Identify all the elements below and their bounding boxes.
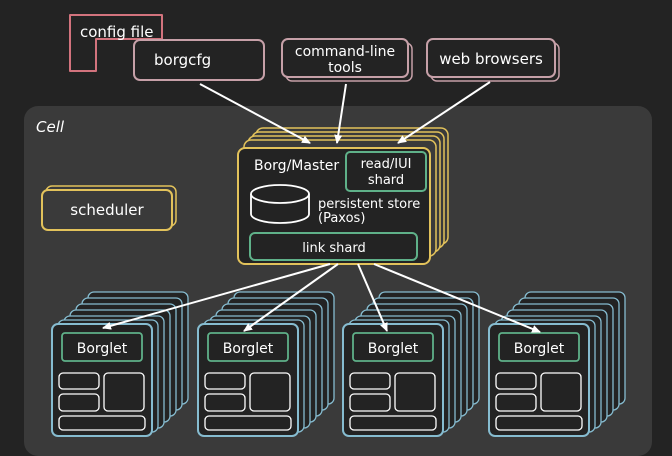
command-line-tools-box: command-line tools	[281, 38, 413, 82]
task-slot	[540, 372, 582, 412]
persistent-store-label-line1: persistent store	[318, 197, 420, 212]
read-iui-label-line2: shard	[368, 173, 404, 188]
task-slot	[349, 415, 437, 431]
task-slot	[58, 393, 100, 412]
task-slot	[249, 372, 291, 412]
borg-master-title: Borg/Master	[254, 158, 339, 174]
borgcfg-label: borgcfg	[154, 51, 211, 69]
read-iui-label-line1: read/IUI	[361, 157, 412, 172]
arrow-web-to-master	[397, 81, 491, 144]
arrow-master-to-borglet-3	[357, 263, 388, 332]
task-slot	[394, 372, 436, 412]
link-shard-label: link shard	[302, 241, 365, 256]
read-iui-shard-box	[345, 151, 427, 192]
scheduler-box: scheduler	[41, 185, 177, 231]
cell-label: Cell	[36, 118, 65, 136]
web-browsers-box: web browsers	[426, 38, 560, 82]
borglet-box	[61, 332, 143, 362]
borglet-box	[207, 332, 289, 362]
config-file-box: config file	[69, 14, 163, 72]
web-browsers-label: web browsers	[439, 50, 543, 68]
borglet-box	[352, 332, 434, 362]
task-slot	[495, 415, 583, 431]
arrow-borgcfg-to-master	[199, 83, 311, 144]
arrows	[102, 81, 541, 333]
borglet-box	[498, 332, 580, 362]
borglet-groups: Borglet Borglet Borglet Borglet	[51, 291, 626, 437]
borglet-label: Borglet	[514, 341, 565, 357]
borglet-label: Borglet	[77, 341, 128, 357]
persistent-store-cylinder-icon	[250, 184, 310, 224]
task-slot	[204, 393, 246, 412]
borglet-label: Borglet	[223, 341, 274, 357]
borgcfg-box: borgcfg	[133, 39, 265, 81]
task-slot	[58, 372, 100, 390]
borglet-machine-stack: Borglet	[342, 291, 480, 437]
task-slot	[58, 415, 146, 431]
arrow-master-to-borglet-1	[102, 263, 331, 330]
arrow-master-to-borglet-2	[243, 263, 339, 332]
borglet-machine-stack: Borglet	[197, 291, 335, 437]
scheduler-label: scheduler	[70, 201, 144, 219]
task-slot	[495, 393, 537, 412]
borg-master: Borg/Master read/IUI shard persistent st…	[237, 127, 449, 265]
task-slot	[349, 393, 391, 412]
task-slot	[495, 372, 537, 390]
persistent-store-label-line2: (Paxos)	[318, 211, 365, 226]
borglet-machine-stack: Borglet	[51, 291, 189, 437]
task-slot	[349, 372, 391, 390]
link-shard-box	[249, 232, 418, 261]
arrow-master-to-borglet-4	[373, 263, 541, 333]
task-slot	[103, 372, 145, 412]
task-slot	[204, 372, 246, 390]
task-slot	[204, 415, 292, 431]
cli-label-line2: tools	[328, 60, 362, 76]
arrow-cli-to-master	[334, 83, 347, 144]
borglet-machine-stack: Borglet	[488, 291, 626, 437]
cli-label-line1: command-line	[295, 44, 395, 60]
borglet-label: Borglet	[368, 341, 419, 357]
config-file-label: config file	[80, 23, 154, 41]
